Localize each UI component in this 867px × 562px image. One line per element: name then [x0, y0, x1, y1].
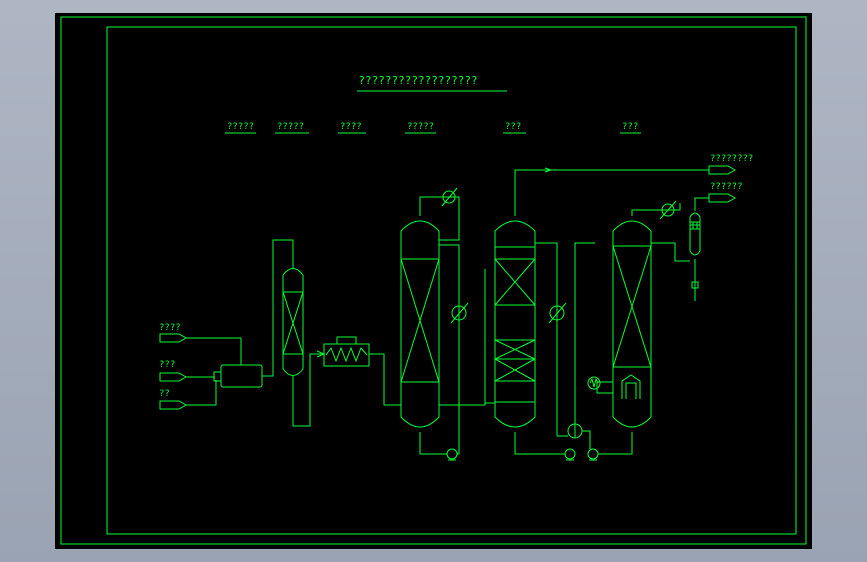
cooler-1-circle: [451, 305, 467, 321]
cooler-1-slash: [450, 302, 469, 324]
column1-shell: [400, 220, 440, 428]
column1-side-line: [439, 244, 460, 436]
process-flow-diagram: ?????????????????? ????? ????? ???? ????…: [60, 16, 807, 545]
exchanger-coil: [325, 346, 368, 363]
reboiler-coil-lines: [596, 381, 613, 394]
inner-frame: [106, 26, 797, 535]
column3-shell: [612, 220, 652, 428]
condenser-1-circle: [442, 190, 456, 204]
mixer-inlet: [213, 371, 222, 382]
reboiler-coil-circle: [587, 376, 601, 390]
input-label-2: ???: [159, 360, 175, 370]
reflux-drum-top-line: [694, 197, 709, 211]
column2-shell: [494, 220, 536, 428]
output-label-1: ????????: [710, 154, 753, 164]
outer-frame: [60, 16, 807, 545]
column3-reflux-line: [651, 242, 690, 262]
pump-2-body: [564, 448, 576, 460]
reactor-column: [282, 268, 304, 376]
header-4: ?????: [407, 122, 434, 132]
exchanger-inlet-arrow: [316, 350, 326, 358]
header-2: ?????: [277, 122, 304, 132]
distillation-column-1: [400, 220, 440, 428]
line-mixer-to-reactor: [262, 239, 294, 377]
column2-bed1-b: [494, 258, 536, 306]
reboiler-bundle-inner: [625, 382, 637, 399]
input-arrow-2: [159, 372, 188, 382]
reactor-packing-b: [282, 291, 304, 355]
exchanger-head: [336, 336, 357, 344]
column2-bottoms-line: [514, 432, 565, 455]
pump-3: [587, 448, 599, 461]
condenser-1-slash: [441, 187, 458, 207]
drain-valve: [691, 281, 699, 289]
input-label-3: ??: [159, 389, 170, 399]
column2-overhead-line: [514, 169, 709, 216]
input-arrow-3: [159, 400, 188, 410]
mixer-body: [220, 364, 263, 388]
column2-bed2-b: [494, 339, 536, 360]
output-arrow-2: [708, 193, 737, 203]
reflux-drum-grid-lines: [690, 222, 700, 229]
reboiler-bundle-shape: [621, 374, 641, 399]
cooler-2-circle: [549, 305, 565, 321]
cooler-1: [450, 302, 469, 324]
feed-line-1: [186, 337, 242, 365]
column1-overhead-line: [419, 196, 460, 241]
condenser-1: [441, 187, 458, 207]
product-outputs: ???????? ??????: [708, 154, 753, 203]
output-label-2: ??????: [710, 182, 743, 192]
distillation-column-3: [612, 220, 652, 428]
line-reactor-to-exchanger: [292, 353, 324, 427]
pump3-to-column3-line: [598, 432, 633, 455]
reboiler-coil-zigzag: [589, 377, 599, 388]
column2-overhead-arrow: [544, 167, 553, 173]
reactor-shell: [282, 268, 304, 376]
interchanger: [567, 423, 583, 439]
drawing-title: ??????????????????: [358, 74, 477, 87]
section-headers: ????? ????? ???? ????? ??? ???: [225, 122, 641, 134]
header-6: ???: [622, 122, 638, 132]
header-5: ???: [505, 122, 521, 132]
reboiler-bundle: [621, 374, 641, 399]
line-exchanger-to-column1: [369, 353, 401, 406]
pump-1-body: [446, 448, 458, 460]
feed-line-3: [186, 380, 217, 406]
column3-packing-b: [612, 245, 652, 368]
pump-3-body: [587, 448, 599, 460]
line-interchanger-up: [574, 242, 595, 424]
mixer-unit: [213, 364, 263, 388]
pump-2: [564, 448, 576, 461]
cooler-2-slash: [548, 302, 567, 324]
condenser-3-slash: [659, 200, 677, 220]
column1-packing-b: [400, 258, 440, 383]
pump1-return-line: [457, 436, 460, 455]
header-1: ?????: [227, 122, 254, 132]
feed-inputs: ???? ??? ??: [159, 323, 188, 410]
header-3: ????: [340, 122, 362, 132]
column2-bed3-b: [494, 358, 536, 382]
column1-bottoms-line: [419, 432, 447, 455]
input-arrow-1: [159, 333, 188, 343]
exchanger-shell: [323, 343, 370, 367]
condenser-3-circle: [661, 203, 675, 217]
line-to-pump3: [557, 430, 591, 449]
column3-overhead-line: [631, 203, 681, 216]
heat-exchanger: [316, 336, 370, 367]
distillation-column-2: [494, 220, 536, 428]
cooler-2: [548, 302, 567, 324]
cad-drawing-sheet: ?????????????????? ????? ????? ???? ????…: [55, 13, 812, 549]
input-label-1: ????: [159, 323, 181, 333]
output-arrow-1: [708, 165, 737, 175]
reflux-drum-body: [689, 212, 701, 256]
line-column1-to-column2: [439, 269, 495, 406]
condenser-3: [659, 200, 677, 220]
column2-side-line: [535, 242, 558, 436]
pump-1: [446, 448, 458, 461]
reboiler-coil: [587, 376, 613, 394]
reflux-drum: [689, 212, 701, 256]
